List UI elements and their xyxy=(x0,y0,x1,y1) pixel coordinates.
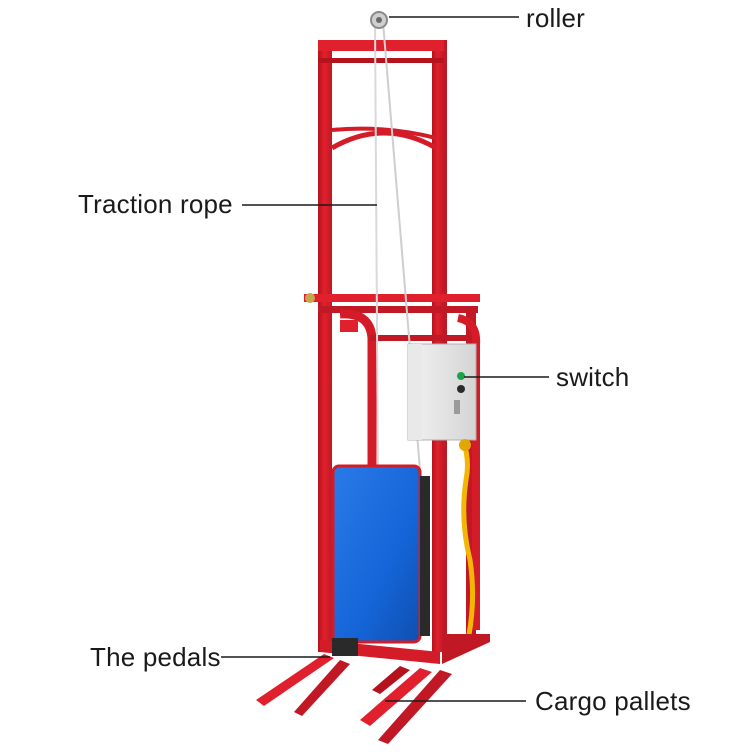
label-roller: roller xyxy=(526,3,585,33)
label-pedals: The pedals xyxy=(90,642,221,672)
power-cable xyxy=(459,439,476,641)
leader-lines xyxy=(221,16,549,702)
pedal-plate xyxy=(331,464,430,644)
label-traction-rope: Traction rope xyxy=(78,189,233,219)
cargo-pallet-forks xyxy=(256,654,452,744)
roller xyxy=(370,11,388,29)
label-switch: switch xyxy=(556,362,630,392)
label-cargo-pallets: Cargo pallets xyxy=(535,686,691,716)
switch-box xyxy=(407,343,477,441)
base-frame xyxy=(320,634,490,664)
